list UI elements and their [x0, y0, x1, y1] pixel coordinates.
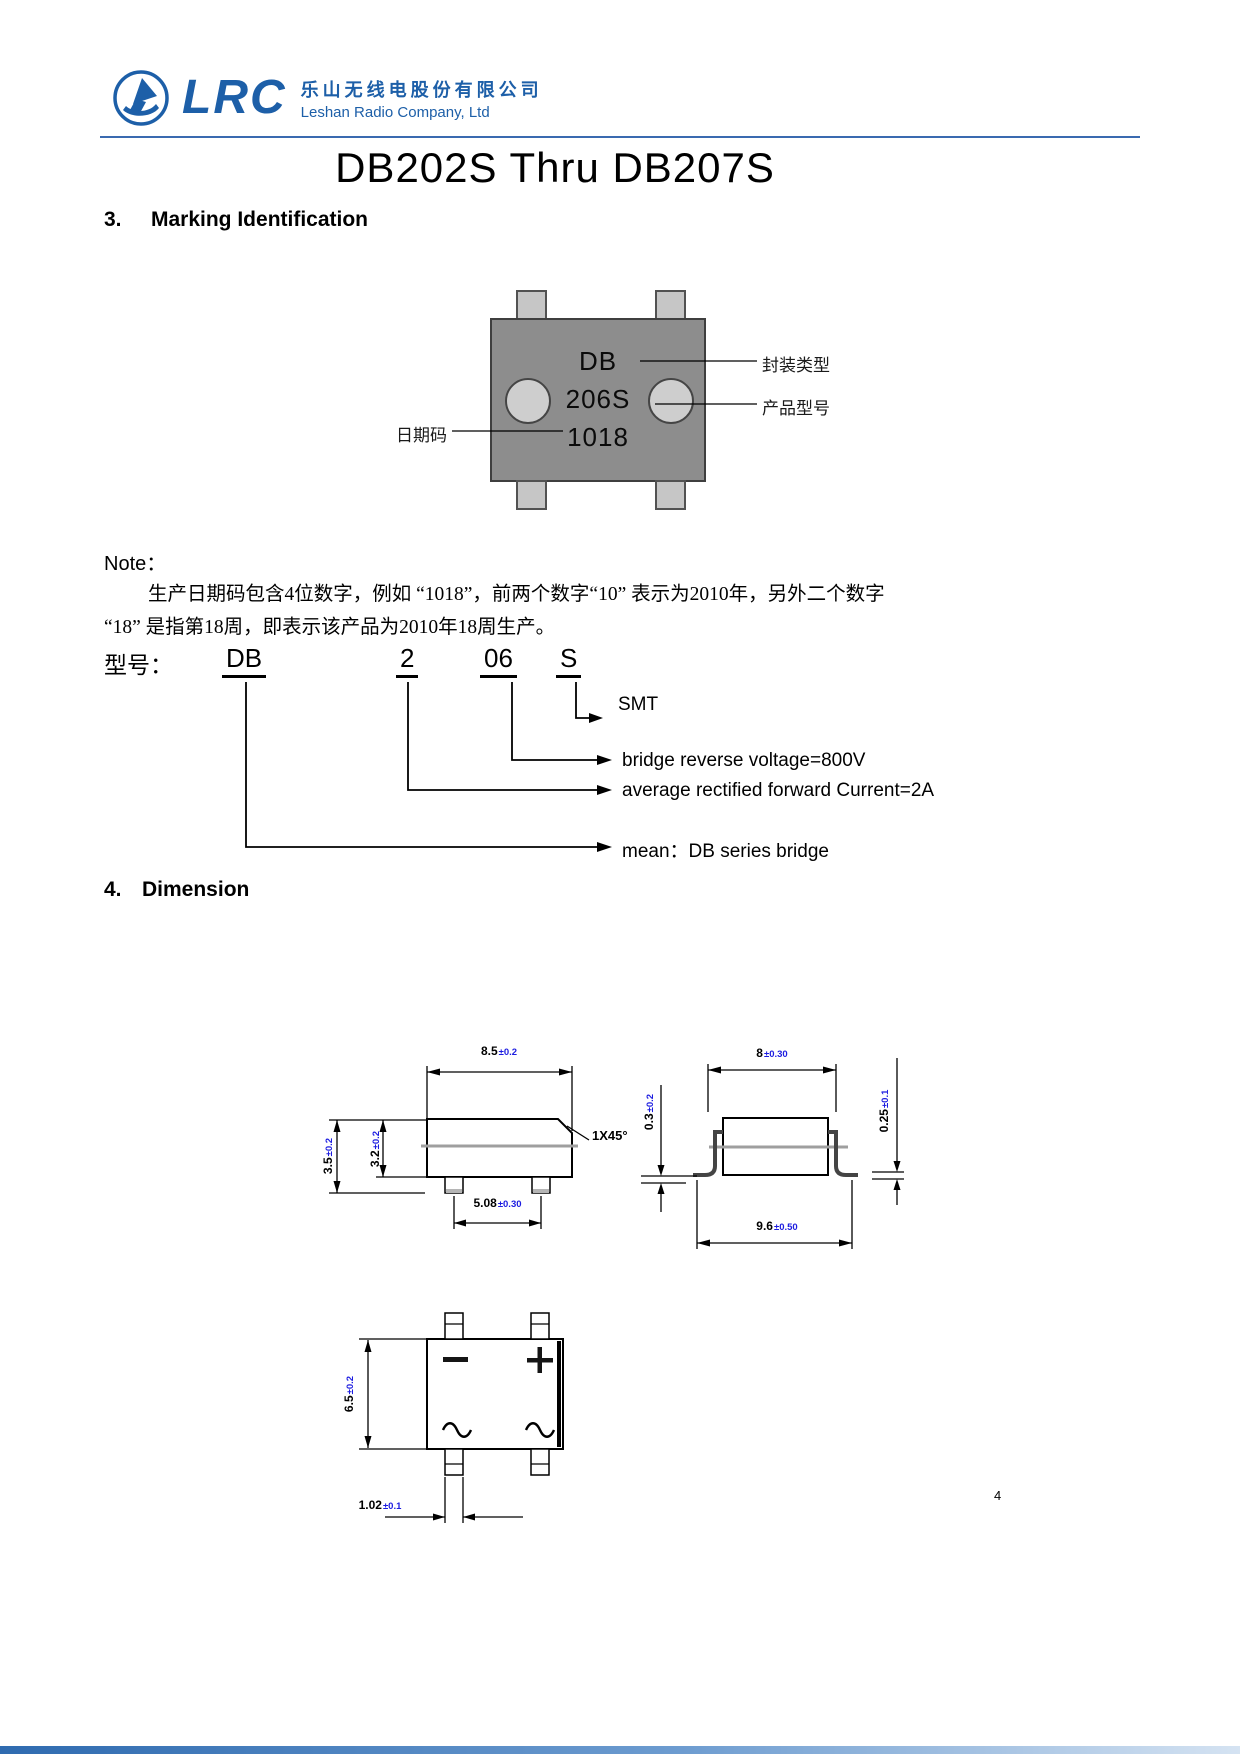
note-line-1: 生产日期码包含4位数字，例如 “1018”，前两个数字“10” 表示为2010年… [148, 584, 885, 605]
company-name-cn: 乐山无线电股份有限公司 [300, 79, 543, 100]
model-part-db: DB [222, 643, 267, 678]
dim-front-height: 3.5±0.2 [321, 1137, 335, 1175]
section-4-heading: 4. Dimension [104, 878, 249, 902]
chip-pin-tab [655, 480, 686, 510]
callout-date-code: 日期码 [396, 426, 447, 445]
dim-side-standoff: 0.3±0.2 [642, 1093, 656, 1131]
dim-chamfer: 1X45° [592, 1128, 628, 1143]
page-title: DB202S Thru DB207S [335, 144, 775, 191]
label-mean: mean：DB series bridge [622, 841, 829, 862]
company-name-block: 乐山无线电股份有限公司 Leshan Radio Company, Ltd [301, 76, 543, 121]
label-smt: SMT [618, 694, 659, 715]
dim-top-pin-width: 1.02±0.1 [358, 1498, 402, 1512]
dim-side-width: 8±0.30 [756, 1046, 788, 1060]
section-3-title: Marking Identification [151, 208, 369, 231]
chip-pin-tab [516, 290, 547, 320]
top-view-drawing [359, 1312, 564, 1523]
dim-front-pin-pitch: 5.08±0.30 [473, 1196, 522, 1210]
dim-side-lead-span: 9.6±0.50 [756, 1219, 798, 1233]
logo-text: LRC [182, 71, 287, 124]
label-voltage: bridge reverse voltage=800V [622, 750, 866, 771]
section-3-heading: 3. Marking Identification [104, 208, 368, 232]
minus-mark [443, 1357, 468, 1362]
chip-marking-line2: 206S [565, 384, 631, 414]
label-current: average rectified forward Current=2A [622, 780, 935, 801]
dim-front-body-height: 3.2±0.2 [368, 1130, 382, 1168]
header-rule [100, 136, 1140, 138]
footer-bar [0, 1746, 1240, 1754]
note-label: Note： [104, 553, 167, 575]
callout-product-model: 产品型号 [762, 399, 830, 418]
chip-pin-tab [516, 480, 547, 510]
company-logo: LRC 乐山无线电股份有限公司 Leshan Radio Company, Lt… [112, 62, 543, 134]
plus-mark [527, 1347, 553, 1373]
callout-package-type: 封装类型 [762, 356, 830, 375]
note-line-2: “18” 是指第18周，即表示该产品为2010年18周生产。 [104, 617, 556, 638]
chip-marking-line1: DB [578, 346, 618, 376]
chip-marking-line3: 1018 [567, 422, 629, 452]
chip-polarity-dot [505, 378, 551, 424]
model-breakdown-arrows [245, 682, 612, 852]
ac-mark [441, 1422, 473, 1438]
page-number: 4 [994, 1488, 1002, 1503]
dim-top-depth: 6.5±0.2 [342, 1375, 356, 1413]
chip-pin-tab [655, 290, 686, 320]
lrc-logo-icon [113, 70, 169, 126]
company-name-en: Leshan Radio Company, Ltd [300, 103, 490, 121]
section-3-number: 3. [104, 208, 122, 231]
model-part-2: 2 [396, 643, 419, 678]
dim-side-lead-thickness: 0.25±0.1 [877, 1089, 891, 1133]
model-part-s: S [556, 643, 582, 678]
model-label: 型号： [104, 653, 173, 678]
dim-front-width: 8.5±0.2 [480, 1044, 518, 1058]
section-4-number: 4. [104, 878, 122, 901]
model-part-06: 06 [480, 643, 517, 678]
chip-polarity-dot [648, 378, 694, 424]
ac-mark [524, 1422, 556, 1438]
section-4-title: Dimension [142, 878, 250, 901]
